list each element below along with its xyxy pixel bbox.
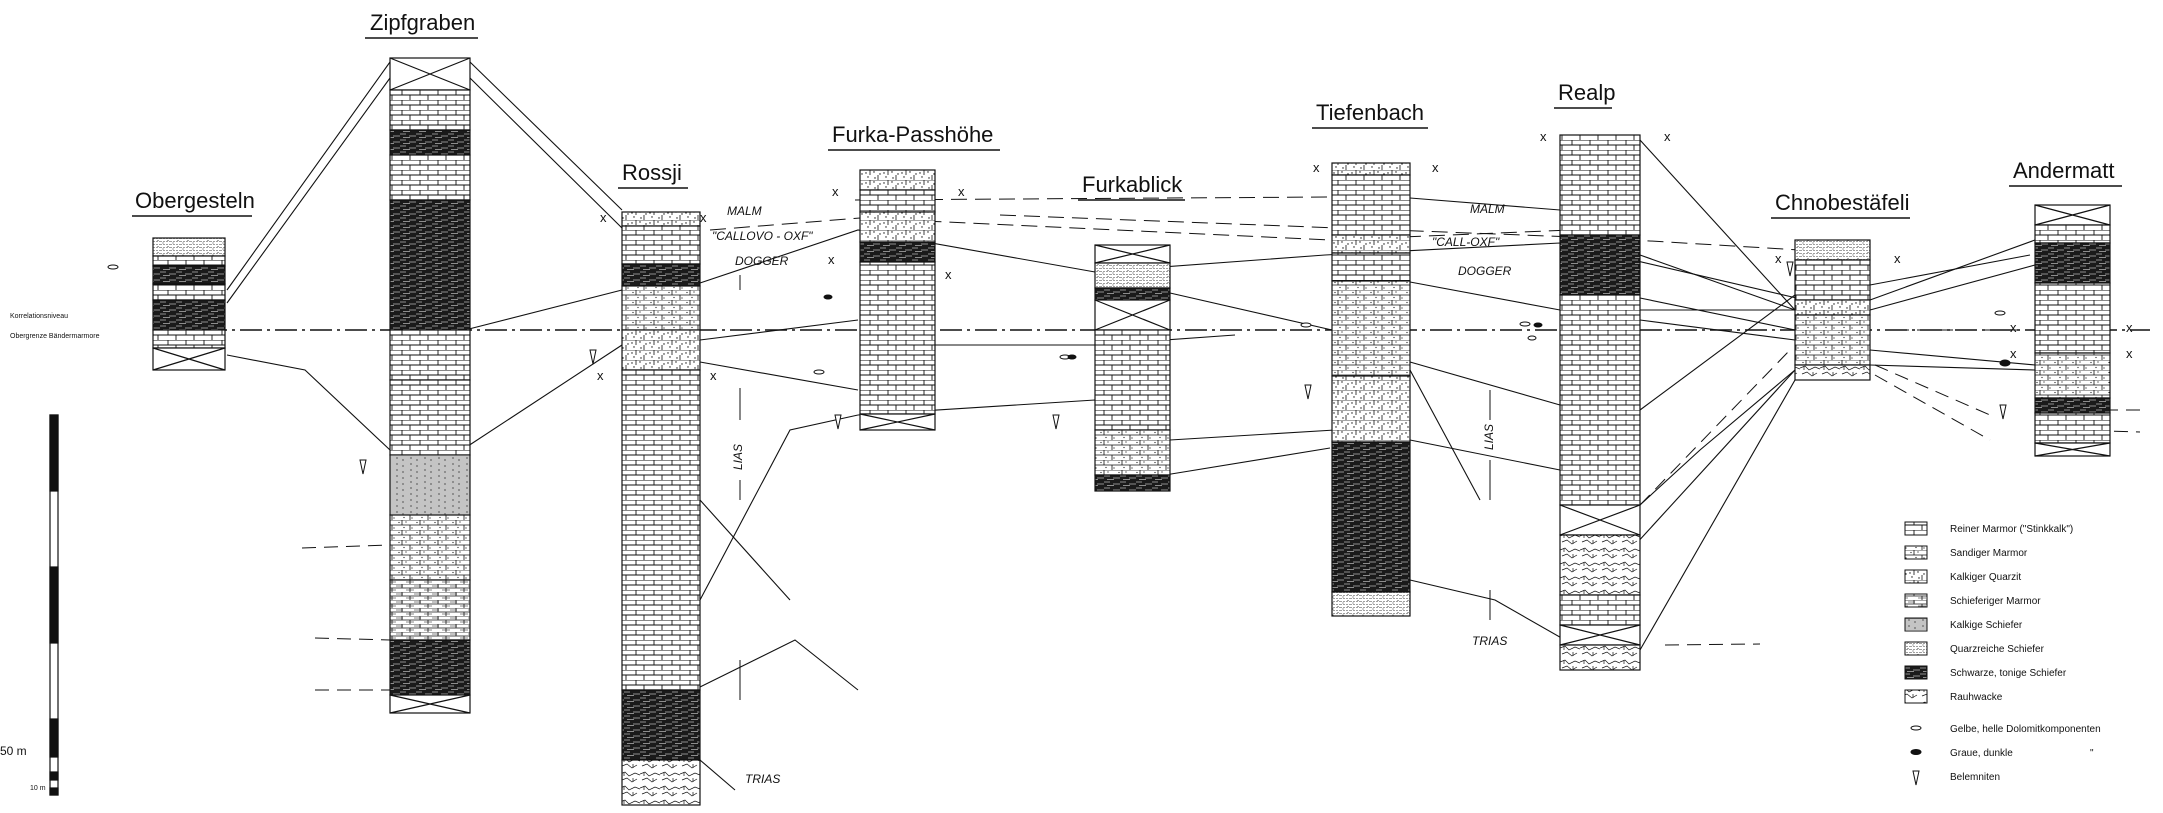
- scale-label-10m: 10 m: [30, 785, 46, 792]
- column-furkablick: [1095, 245, 1170, 491]
- svg-text:x: x: [945, 267, 952, 282]
- legend-label-6: Schwarze, tonige Schiefer: [1950, 668, 2067, 679]
- svg-text:x: x: [2010, 346, 2017, 361]
- title-zipfgraben: Zipfgraben: [370, 10, 475, 35]
- column-chnobestafeli: [1795, 240, 1870, 380]
- svg-text:x: x: [710, 368, 717, 383]
- legend-swatch-kalkschiefer: [1905, 618, 1927, 631]
- legend-swatch-schwarz: [1905, 666, 1927, 679]
- scale-bar: [50, 415, 58, 795]
- legend-oval-light-icon: [1911, 726, 1921, 730]
- correlation-label-1: Korrelationsniveau: [10, 313, 68, 320]
- label-trias-right: TRIAS: [1472, 634, 1507, 648]
- svg-text:x: x: [1894, 251, 1901, 266]
- legend-label-4: Kalkige Schiefer: [1950, 620, 2023, 631]
- column-tiefenbach: [1332, 163, 1410, 616]
- legend-symbol-label-1: Graue, dunkle: [1950, 748, 2013, 759]
- svg-text:x: x: [1313, 160, 1320, 175]
- legend-oval-dark-icon: [1911, 750, 1921, 755]
- legend-swatch-rauhwacke: [1905, 690, 1927, 703]
- correlation-dashed-lines: [302, 330, 2140, 690]
- svg-text:x: x: [958, 184, 965, 199]
- legend-label-5: Quarzreiche Schiefer: [1950, 644, 2045, 655]
- legend-label-0: Reiner Marmor ("Stinkkalk"): [1950, 524, 2073, 535]
- svg-text:x: x: [1432, 160, 1439, 175]
- label-trias: TRIAS: [745, 772, 780, 786]
- title-realp: Realp: [1558, 80, 1615, 105]
- svg-text:x: x: [2126, 320, 2133, 335]
- column-andermatt: [2035, 205, 2110, 456]
- label-call-oxf-right: "CALL-OXF": [1432, 235, 1500, 249]
- legend-label-2: Kalkiger Quarzit: [1950, 572, 2021, 583]
- correlation-label-2: Obergrenze Bändermarmore: [10, 333, 100, 340]
- legend-labels: Reiner Marmor ("Stinkkalk") Sandiger Mar…: [1950, 524, 2101, 783]
- legend-label-7: Rauhwacke: [1950, 692, 2003, 703]
- svg-text:x: x: [2010, 320, 2017, 335]
- column-realp: [1560, 135, 1640, 670]
- column-obergesteln: [153, 238, 225, 370]
- legend-symbol-label-0: Gelbe, helle Dolomitkomponenten: [1950, 724, 2101, 735]
- svg-text:x: x: [700, 210, 707, 225]
- legend-swatch-quarzschiefer: [1905, 642, 1927, 655]
- column-zipfgraben: [390, 58, 470, 713]
- svg-text:x: x: [828, 252, 835, 267]
- label-malm-right: MALM: [1470, 202, 1505, 216]
- svg-text:x: x: [600, 210, 607, 225]
- legend-symbol-label-2: Belemniten: [1950, 772, 2000, 783]
- label-lias: LIAS: [731, 444, 745, 470]
- label-callovo-oxf: "CALLOVO - OXF": [712, 229, 813, 243]
- title-andermatt: Andermatt: [2013, 158, 2115, 183]
- legend-swatch-quarzit: [1905, 570, 1927, 583]
- title-obergesteln: Obergesteln: [135, 188, 255, 213]
- title-furkablick: Furkablick: [1082, 172, 1183, 197]
- label-malm: MALM: [727, 204, 762, 218]
- title-tiefenbach: Tiefenbach: [1316, 100, 1424, 125]
- legend-label-1: Sandiger Marmor: [1950, 548, 2028, 559]
- title-furka-passhohe: Furka-Passhöhe: [832, 122, 993, 147]
- svg-text:x: x: [2126, 346, 2133, 361]
- legend-swatch-schiefrig: [1905, 594, 1927, 607]
- svg-text:x: x: [1664, 129, 1671, 144]
- svg-text:x: x: [832, 184, 839, 199]
- svg-text:x: x: [1775, 251, 1782, 266]
- label-dogger: DOGGER: [735, 254, 789, 268]
- label-dogger-right: DOGGER: [1458, 264, 1512, 278]
- legend-swatch-reiner: [1905, 522, 1927, 535]
- title-rossji: Rossji: [622, 160, 682, 185]
- legend: [1905, 522, 1927, 785]
- legend-ditto-mark: ": [2090, 748, 2094, 759]
- svg-text:x: x: [597, 368, 604, 383]
- scale-label-50m: 50 m: [0, 744, 27, 758]
- legend-swatch-sandig: [1905, 546, 1927, 559]
- legend-belemnite-icon: [1913, 771, 1919, 785]
- column-furka-passhohe: [860, 170, 935, 430]
- title-chnobestafeli: Chnobestäfeli: [1775, 190, 1910, 215]
- column-rossji: [622, 212, 700, 805]
- svg-text:x: x: [1540, 129, 1547, 144]
- legend-label-3: Schieferiger Marmor: [1950, 596, 2041, 607]
- label-lias-right: LIAS: [1482, 424, 1496, 450]
